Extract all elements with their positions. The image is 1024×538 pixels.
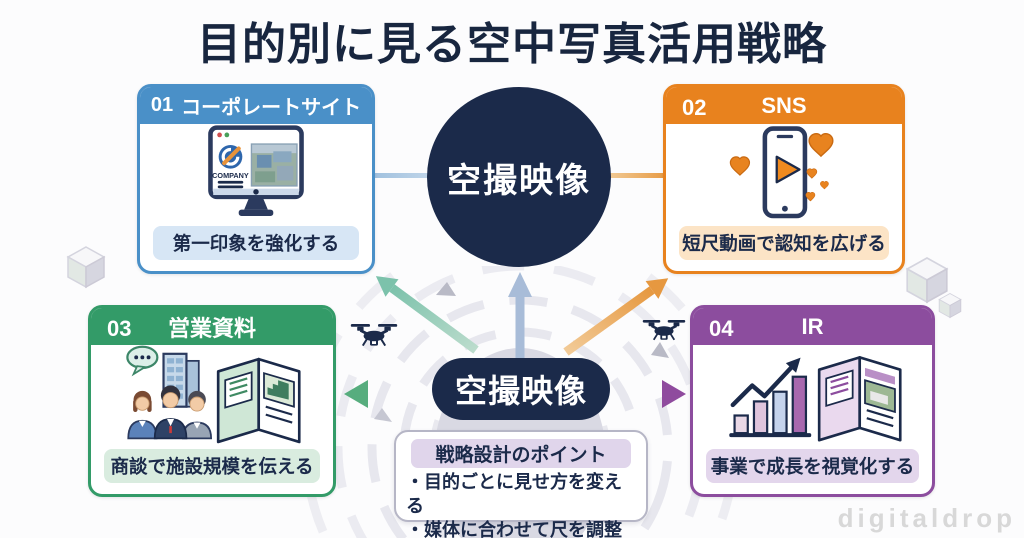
- card-corporate-site-header: 01 コーポレートサイト: [140, 87, 372, 124]
- strategy-bullet-2: ・媒体に合わせて尺を調整: [406, 519, 622, 538]
- monitor-logo-text: COMPANY: [212, 171, 249, 180]
- page-title: 目的別に見る空中写真活用戦略: [197, 20, 827, 69]
- card-sns-header: 02 SNS: [666, 87, 902, 124]
- card-sns-body: [666, 124, 902, 226]
- card-ir-header: 04 IR: [693, 308, 932, 345]
- card-sales-materials-caption: 商談で施設規模を伝える: [104, 449, 320, 483]
- card-sales-materials: 03 営業資料: [88, 305, 336, 497]
- drone-icon: [642, 320, 686, 341]
- center-circle-aerial-footage: 空撮映像: [427, 87, 611, 267]
- card-sales-materials-header: 03 営業資料: [91, 308, 333, 345]
- card-corporate-site-caption: 第一印象を強化する: [153, 226, 359, 260]
- card-number: 02: [682, 95, 707, 120]
- card-sns-caption: 短尺動画で認知を広げる: [679, 226, 889, 260]
- businesspeople-brochure-icon: [126, 345, 301, 444]
- card-corporate-site-body: COMPANY: [140, 124, 372, 226]
- strategy-box-title: 戦略設計のポイント: [411, 439, 631, 468]
- cube-decoration-icon: [66, 246, 106, 289]
- drone-icon: [350, 324, 398, 347]
- cube-decoration-icon: [905, 257, 949, 304]
- card-sales-materials-body: [91, 345, 333, 449]
- center-pill-label: 空撮映像: [454, 373, 587, 409]
- strategy-bullet-1: ・目的ごとに見せ方を変える: [406, 472, 622, 516]
- card-title: SNS: [761, 92, 807, 118]
- desktop-monitor-website-icon: COMPANY: [208, 125, 304, 216]
- card-corporate-site: 01 コーポレートサイト COMPANY: [137, 84, 375, 274]
- connector-blue: [372, 173, 436, 178]
- triangle-decoration: [436, 282, 456, 296]
- cube-decoration-icon: [938, 292, 962, 319]
- card-sns: 02 SNS 短尺動画で認知を広げる: [663, 84, 905, 274]
- card-number: 01: [150, 94, 174, 116]
- card-ir-caption: 事業で成長を視覚化する: [706, 449, 919, 483]
- card-number: 04: [709, 316, 734, 341]
- card-title: コーポレートサイト: [181, 97, 362, 119]
- card-title: IR: [801, 313, 824, 339]
- arrow-up-icon: [508, 272, 532, 358]
- watermark-logo: digitaldrop: [837, 503, 1016, 533]
- hearts-decoration: [729, 132, 834, 202]
- triangle-decoration: [651, 342, 669, 358]
- card-ir: 04 IR: [690, 305, 935, 497]
- card-ir-body: [693, 345, 932, 449]
- strategy-points-box: 戦略設計のポイント ・目的ごとに見せ方を変える ・媒体に合わせて尺を調整: [394, 430, 648, 538]
- triangle-decoration: [374, 408, 392, 422]
- brochure-green: [216, 357, 301, 444]
- card-title: 営業資料: [167, 315, 256, 341]
- growth-chart-report-icon: [728, 356, 902, 442]
- center-circle-label: 空撮映像: [447, 161, 591, 200]
- center-pill-aerial-footage: 空撮映像: [432, 358, 610, 420]
- connector-orange: [602, 173, 666, 178]
- arrow-up-right-icon: [563, 278, 669, 356]
- smartphone-video-hearts-icon: [729, 126, 834, 219]
- card-number: 03: [107, 316, 132, 341]
- aerial-photo-thumbnail: [250, 143, 298, 187]
- arrow-up-left-icon: [375, 276, 479, 354]
- brochure-purple: [817, 356, 902, 442]
